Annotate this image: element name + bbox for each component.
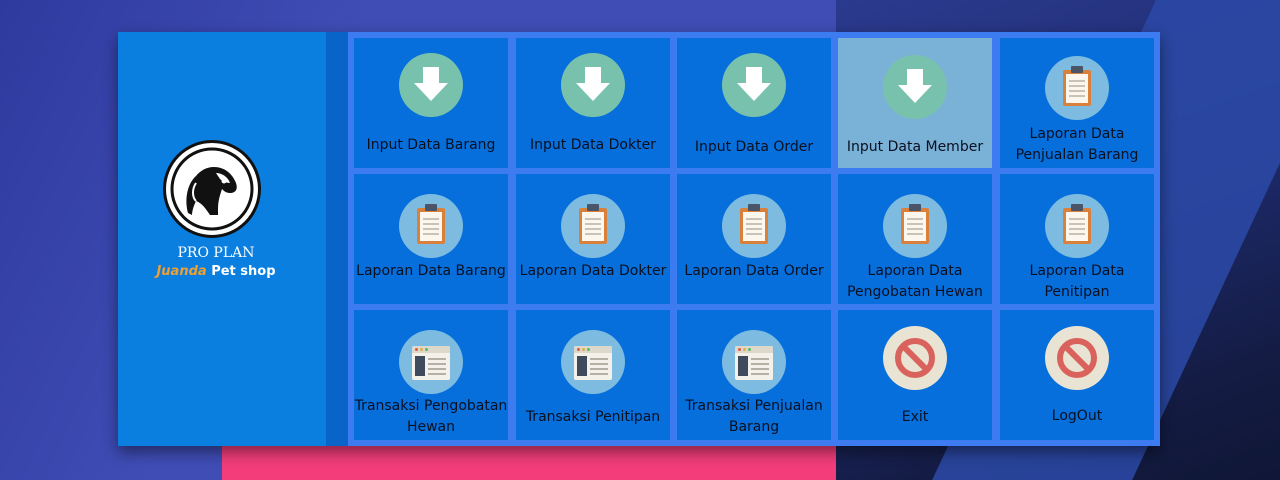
tile-label: Laporan Data Penjualan Barang xyxy=(1015,126,1139,163)
tile-label: Laporan Data Order xyxy=(684,263,824,279)
clipboard-icon xyxy=(883,194,947,258)
tile-laporan-data-dokter[interactable]: Laporan Data Dokter xyxy=(516,174,670,304)
sidebar-divider xyxy=(326,32,348,446)
stop-icon xyxy=(1045,326,1109,390)
brand-name: Pet shop xyxy=(206,264,276,279)
brand-subtitle: Juanda Pet shop xyxy=(118,264,314,279)
brand-accent: Juanda xyxy=(156,264,207,279)
tile-label: Input Data Dokter xyxy=(530,137,656,153)
tile-laporan-data-penjualan-barang[interactable]: Laporan Data Penjualan Barang xyxy=(1000,38,1154,168)
tile-label: Laporan Data Penitipan xyxy=(1029,263,1125,300)
tile-input-data-order[interactable]: Input Data Order xyxy=(677,38,831,168)
tile-laporan-data-barang[interactable]: Laporan Data Barang xyxy=(354,174,508,304)
tile-laporan-data-penitipan[interactable]: Laporan Data Penitipan xyxy=(1000,174,1154,304)
tile-label: Laporan Data Barang xyxy=(356,263,506,279)
window-icon xyxy=(399,330,463,394)
sidebar: PRO PLAN Juanda Pet shop xyxy=(118,32,326,446)
tile-label: Input Data Member xyxy=(846,139,984,155)
stop-icon xyxy=(883,326,947,390)
tile-logout[interactable]: LogOut xyxy=(1000,310,1154,440)
download-icon xyxy=(722,53,786,117)
tile-label: Laporan Data Dokter xyxy=(519,263,667,279)
tile-laporan-data-order[interactable]: Laporan Data Order xyxy=(677,174,831,304)
desktop-background-pink-band xyxy=(222,446,836,480)
tile-input-data-barang[interactable]: Input Data Barang xyxy=(354,38,508,168)
main-menu-window: PRO PLAN Juanda Pet shop Input Data Bara… xyxy=(118,32,1160,446)
download-icon xyxy=(883,55,947,119)
clipboard-icon xyxy=(399,194,463,258)
tile-input-data-dokter[interactable]: Input Data Dokter xyxy=(516,38,670,168)
tile-label: Input Data Barang xyxy=(366,137,496,153)
tile-label: Transaksi Penitipan xyxy=(525,409,661,425)
download-icon xyxy=(561,53,625,117)
tile-label: Input Data Order xyxy=(694,139,814,155)
tile-transaksi-pengobatan-hewan[interactable]: Transaksi Pengobatan Hewan xyxy=(354,310,508,440)
tile-label: Laporan Data Pengobatan Hewan xyxy=(847,263,983,300)
clipboard-icon xyxy=(561,194,625,258)
window-icon xyxy=(722,330,786,394)
tile-label: Transaksi Penjualan Barang xyxy=(685,398,823,435)
tile-label: Exit xyxy=(901,409,929,425)
tile-label: Transaksi Pengobatan Hewan xyxy=(354,398,508,435)
clipboard-icon xyxy=(1045,194,1109,258)
tile-label: LogOut xyxy=(1051,408,1103,424)
tile-input-data-member[interactable]: Input Data Member xyxy=(838,38,992,168)
tile-exit[interactable]: Exit xyxy=(838,310,992,440)
brand-title: PRO PLAN xyxy=(177,245,255,261)
menu-grid: Input Data Barang Input Data Dokter Inpu… xyxy=(348,32,1160,446)
tile-transaksi-penitipan[interactable]: Transaksi Penitipan xyxy=(516,310,670,440)
tile-transaksi-penjualan-barang[interactable]: Transaksi Penjualan Barang xyxy=(677,310,831,440)
clipboard-icon xyxy=(1045,56,1109,120)
tile-laporan-data-pengobatan-hewan[interactable]: Laporan Data Pengobatan Hewan xyxy=(838,174,992,304)
window-icon xyxy=(561,330,625,394)
pet-logo-icon xyxy=(163,140,261,238)
download-icon xyxy=(399,53,463,117)
clipboard-icon xyxy=(722,194,786,258)
